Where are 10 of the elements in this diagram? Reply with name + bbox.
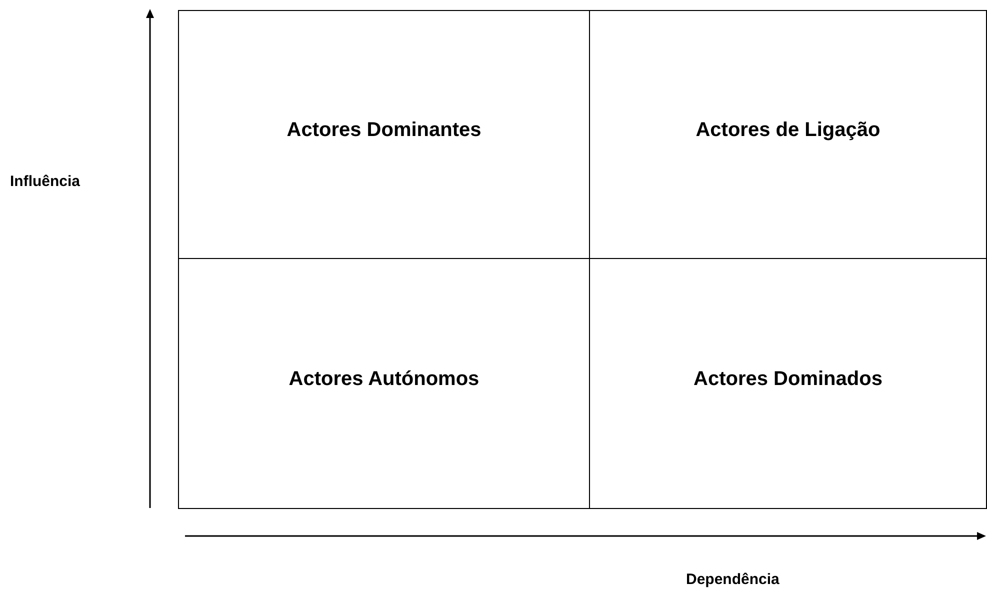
quadrant-label: Actores Dominantes [286,119,482,142]
quadrant-box [589,10,987,259]
quadrant-label: Actores Dominados [694,368,882,391]
quadrant-label: Actores de Ligação [696,119,880,142]
quadrant-label: Actores Autónomos [288,368,480,391]
axis-label: Dependência [686,571,780,588]
axis-label: Influência [10,173,80,190]
quadrant-box [589,258,987,509]
quadrant-box [178,258,590,509]
quadrant-box [178,10,590,259]
